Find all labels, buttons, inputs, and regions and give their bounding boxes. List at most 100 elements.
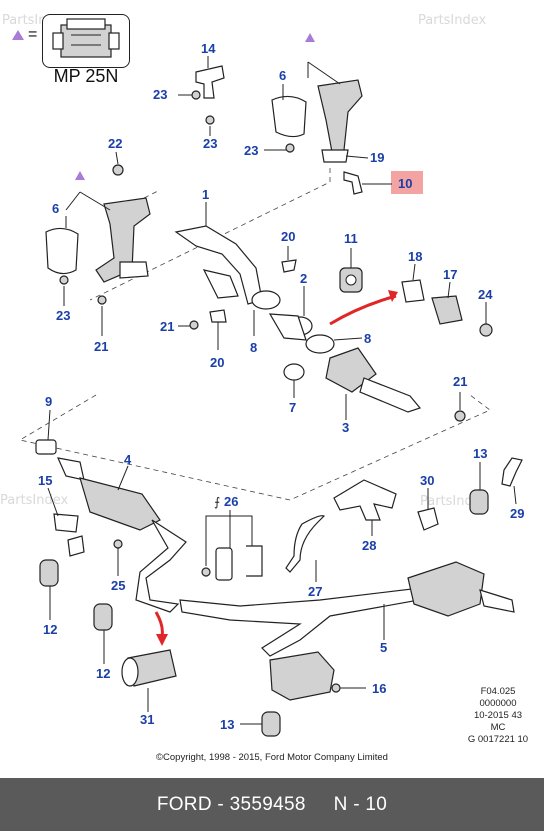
exhaust-system-diagram: PartsIndex PartsIndex PartsIndex PartsIn… [0,13,524,737]
info-line: MC [490,722,506,733]
gasket-part-9 [35,439,57,455]
purple-triangle-icon [75,171,85,180]
sensor-part-10 [343,171,363,195]
front-pipe-part-1 [174,225,263,305]
callout: 2 [300,271,307,286]
bracket-part-20 [281,259,297,273]
watermark: PartsIndex [0,493,69,508]
callout: 22 [108,136,122,151]
copyright-notice: ©Copyright, 1998 - 2015, Ford Motor Comp… [156,752,388,763]
purple-triangle-icon [305,33,315,42]
legend-engine-box [42,14,130,68]
callout: 16 [372,681,386,696]
callout: 3 [342,420,349,435]
nut-part-22 [112,164,124,176]
callout: 6 [52,201,59,216]
callout: 26 [224,494,238,509]
callout: 23 [244,143,258,158]
reference-line [89,168,331,301]
callout: 14 [201,41,216,56]
watermark: PartsIndex [418,13,487,28]
callout: 7 [289,400,296,415]
callout: 6 [279,68,286,83]
callout: 12 [43,622,57,637]
footer-page: N - 10 [333,793,388,815]
red-arrowhead-2 [156,634,168,646]
callout: 21 [94,339,108,354]
catalytic-converter-part-3 [325,347,422,413]
callout: 11 [344,231,358,246]
hanger-part-12b [93,603,113,631]
legend-label: MP 25N [53,66,119,86]
nut-part-24 [479,323,493,337]
bracket-part-28 [333,479,397,521]
callout: 13 [473,446,487,461]
muffler-part-4 [56,457,187,613]
callout: 5 [380,640,387,655]
callout: 21 [160,319,174,334]
hanger-part-13 [261,711,281,737]
callout: 31 [140,712,154,727]
callout: 21 [453,374,467,389]
footer-spacer [306,794,334,816]
bracket-part-15 [53,513,85,557]
hook-part-29 [501,457,523,487]
sleeve-part-18 [401,279,425,303]
bracket-part-14 [191,65,225,125]
seal-ring-part-7 [283,363,305,381]
info-line: 10-2015 43 [473,710,523,721]
callout: 8 [364,331,371,346]
engine-icon [52,18,120,58]
nut-part-21b [454,410,466,422]
reference-line [18,394,491,501]
callout: 1 [202,187,209,202]
rubber-mount-part-11 [339,267,363,293]
callout: 23 [203,136,217,151]
svg-text:⨍: ⨍ [214,495,220,509]
heat-shield-part-6 [271,79,363,163]
bracket-set-part-26 [201,545,263,581]
callout: 25 [111,578,125,593]
gasket-part-8 [305,334,335,354]
callout: 24 [478,287,493,302]
callout: 17 [443,267,457,282]
callout: 23 [56,308,70,323]
callout: 23 [153,87,167,102]
footer-part-number: 3559458 [229,793,306,815]
callout: 19 [370,150,384,165]
info-block: F04.025 0000000 10-2015 43 MC G 0017221 … [458,686,538,746]
bracket-part-30 [417,507,439,531]
bolt-part-25 [113,539,123,549]
info-line: 0000000 [479,698,517,709]
rear-section-part-5 [179,561,515,701]
callout-26-group: ⨍ 26 [214,494,238,509]
callout: 20 [210,355,224,370]
red-arrow-2 [154,611,164,637]
callout: 18 [408,249,422,264]
callout: 12 [96,666,110,681]
red-arrow [329,294,397,326]
callout: 4 [124,452,132,467]
callout: 30 [420,473,434,488]
footer-separator: - [211,793,230,815]
callout: 27 [308,584,322,599]
clamp-part-31 [121,649,177,687]
callout: 8 [250,340,257,355]
heat-shield-part-6-left [45,197,151,305]
hanger-part-13b [469,489,489,515]
footer-bar: FORD - 3559458 N - 10 [0,778,544,831]
parts-diagram: PartsIndex PartsIndex PartsIndex PartsIn… [0,13,524,737]
pipe-flange-part-2 [268,313,307,341]
callout: 20 [281,229,295,244]
info-line: F04.025 [480,686,516,697]
isolator-part-17 [431,295,463,325]
callout: 9 [45,394,52,409]
red-arrowhead [388,290,398,302]
gasket [251,290,281,310]
clamp-part-16 [331,683,341,693]
highlight-box [391,171,423,194]
bracket-part-20b [209,309,227,323]
legend-equals: = [28,26,38,43]
purple-triangle-icon [12,30,24,40]
callout-highlighted: 10 [398,176,412,191]
